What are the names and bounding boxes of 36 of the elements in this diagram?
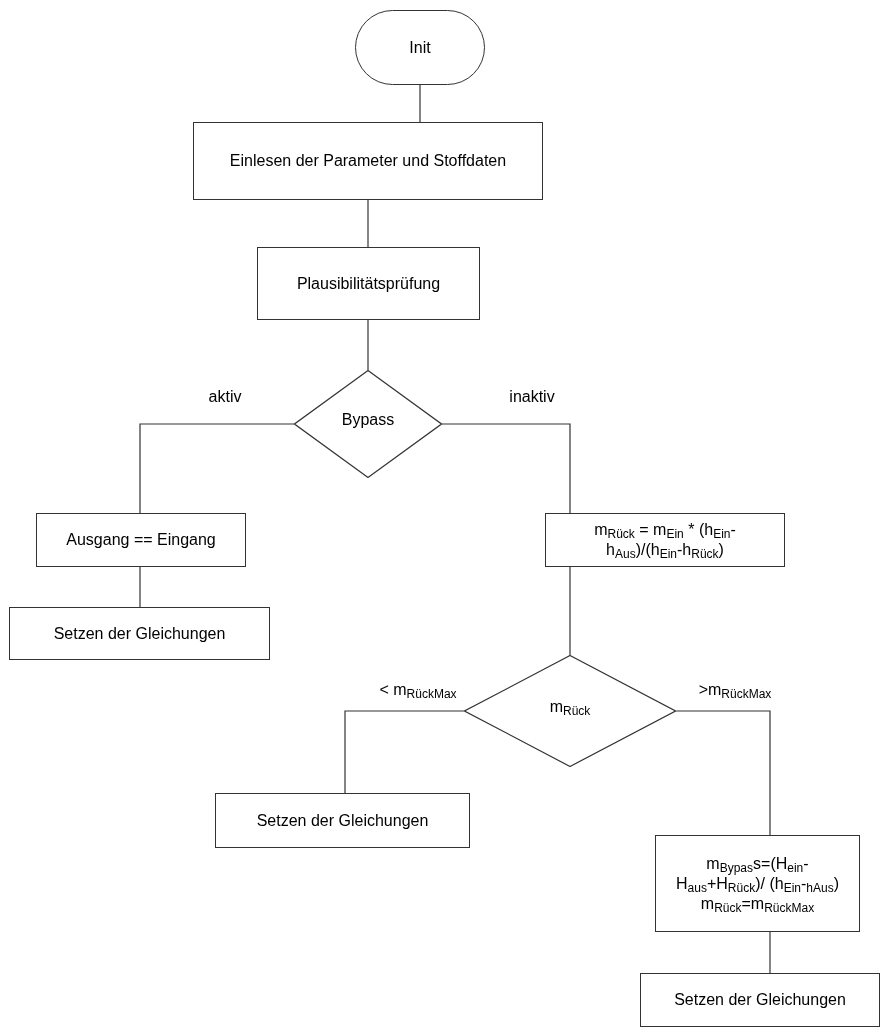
- edge-label: aktiv: [208, 387, 242, 407]
- decision-diamond: [294, 370, 442, 478]
- connector-line: [675, 710, 771, 836]
- connector-line: [367, 199, 369, 248]
- process-box: [9, 607, 270, 660]
- node-text: m$_{Bypas}$s=(H$_{ein}$-H$_{aus}$+H$_{Rück}$)/ (h$_{Ein}$-$_{hAus}$): [675, 853, 840, 894]
- process-box: [36, 513, 246, 567]
- node-text: Setzen der Gleichungen: [53, 623, 226, 644]
- connector-line: [367, 319, 369, 371]
- connector-line: [139, 423, 295, 514]
- process-box: [655, 835, 860, 932]
- node-text: Ausgang == Eingang: [66, 530, 216, 550]
- connector-line: [139, 566, 141, 608]
- connector-line: [769, 931, 771, 974]
- edge-label: >m$_{RückMax}$: [698, 680, 772, 702]
- node-text: Init: [409, 37, 431, 58]
- process-box: [545, 513, 785, 567]
- connector-line: [569, 566, 571, 656]
- node-text: m$_{Rück}$=m$_{RückMax}$: [700, 893, 815, 914]
- node-text: Bypass: [341, 410, 395, 430]
- decision-diamond: [464, 655, 676, 767]
- process-box: [257, 247, 480, 320]
- connector-line: [441, 423, 571, 514]
- node-text: Setzen der Gleichungen: [256, 810, 429, 831]
- process-box: [640, 973, 880, 1027]
- edge-label: inaktiv: [509, 387, 555, 407]
- node-text: m$_{Rück}$ = m$_{Ein}$ * (h$_{Ein}$-h$_{Aus}$)/(h$_{Ein}$-h$_{Rück}$): [593, 520, 737, 560]
- process-box: [215, 793, 470, 848]
- node-text: Plausibilitätsprüfung: [296, 273, 441, 294]
- node-text: m$_{Rück}$: [549, 697, 591, 717]
- process-box: [193, 122, 543, 200]
- node-text: Einlesen der Parameter und Stoffdaten: [229, 151, 507, 171]
- connector-line: [344, 710, 465, 794]
- connector-line: [419, 84, 421, 123]
- node-text: Setzen der Gleichungen: [674, 990, 846, 1010]
- edge-label: < m$_{RückMax}$: [379, 680, 457, 702]
